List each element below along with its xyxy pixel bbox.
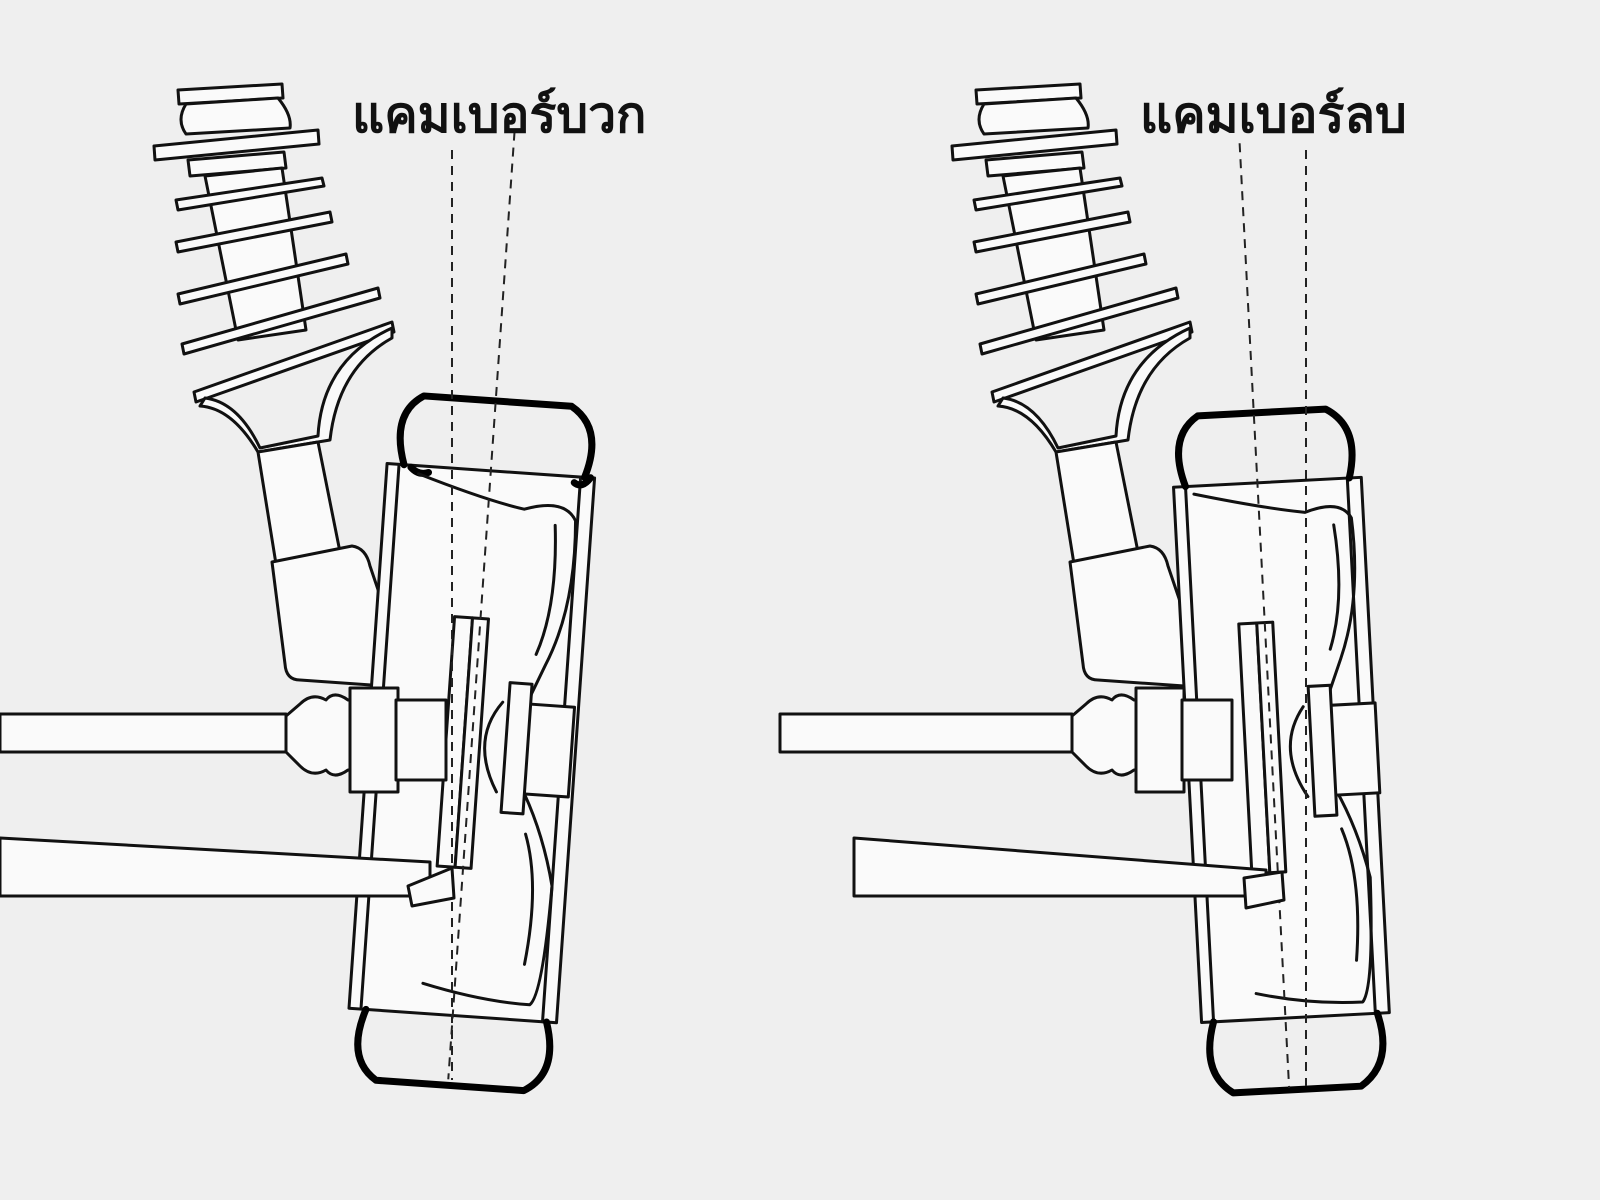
wheel-negative-camber [1172, 143, 1391, 1097]
drive-shaft [0, 712, 288, 754]
positive-camber-assembly: แคมเบอร์บวก [0, 82, 646, 1095]
ball-joint [406, 866, 456, 908]
negative-camber-assembly: แคมเบอร์ลบ [778, 82, 1407, 1097]
cv-boot [1070, 693, 1144, 777]
wheel-positive-camber [347, 131, 597, 1095]
drive-shaft [778, 712, 1074, 754]
cv-boot [284, 693, 358, 777]
negative-camber-label: แคมเบอร์ลบ [1140, 86, 1407, 144]
positive-camber-label: แคมเบอร์บวก [352, 86, 646, 144]
ball-joint [1242, 870, 1286, 910]
